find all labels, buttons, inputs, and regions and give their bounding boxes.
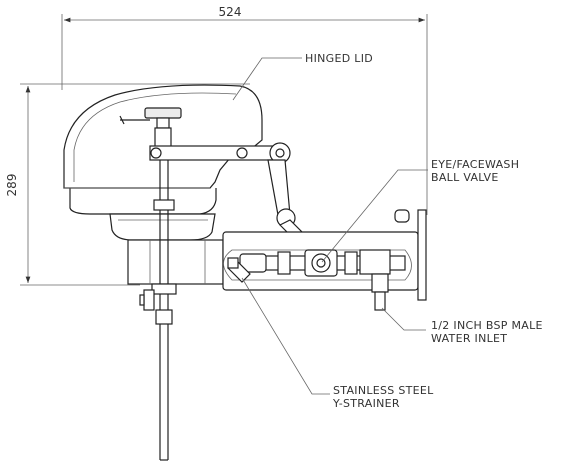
width-dimension-label: 524 xyxy=(219,5,242,19)
basin-bowl xyxy=(109,213,216,241)
leader-lines xyxy=(232,57,428,395)
side-knob xyxy=(139,289,155,311)
height-dimension: 289 xyxy=(5,83,250,286)
ball-valve xyxy=(304,249,338,277)
y-strainer-label-line2: Y-STRAINER xyxy=(332,397,400,410)
hinge-linkage xyxy=(149,142,309,246)
ball-valve-label-line1: EYE/FACEWASH xyxy=(431,158,519,171)
supply-pipe-assembly xyxy=(222,209,427,311)
height-dimension-label: 289 xyxy=(5,174,19,197)
y-strainer xyxy=(227,253,267,283)
unit-body xyxy=(127,239,224,285)
water-inlet-label-line2: WATER INLET xyxy=(431,332,507,345)
vertical-rod xyxy=(151,150,177,461)
hinged-lid-label: HINGED LID xyxy=(305,52,373,65)
width-dimension: 524 xyxy=(61,5,428,215)
water-inlet-label-line1: 1/2 INCH BSP MALE xyxy=(431,319,543,332)
water-inlet xyxy=(371,273,389,311)
spray-head xyxy=(119,107,182,151)
ball-valve-label-line2: BALL VALVE xyxy=(431,171,499,184)
y-strainer-label-line1: STAINLESS STEEL xyxy=(333,384,434,397)
